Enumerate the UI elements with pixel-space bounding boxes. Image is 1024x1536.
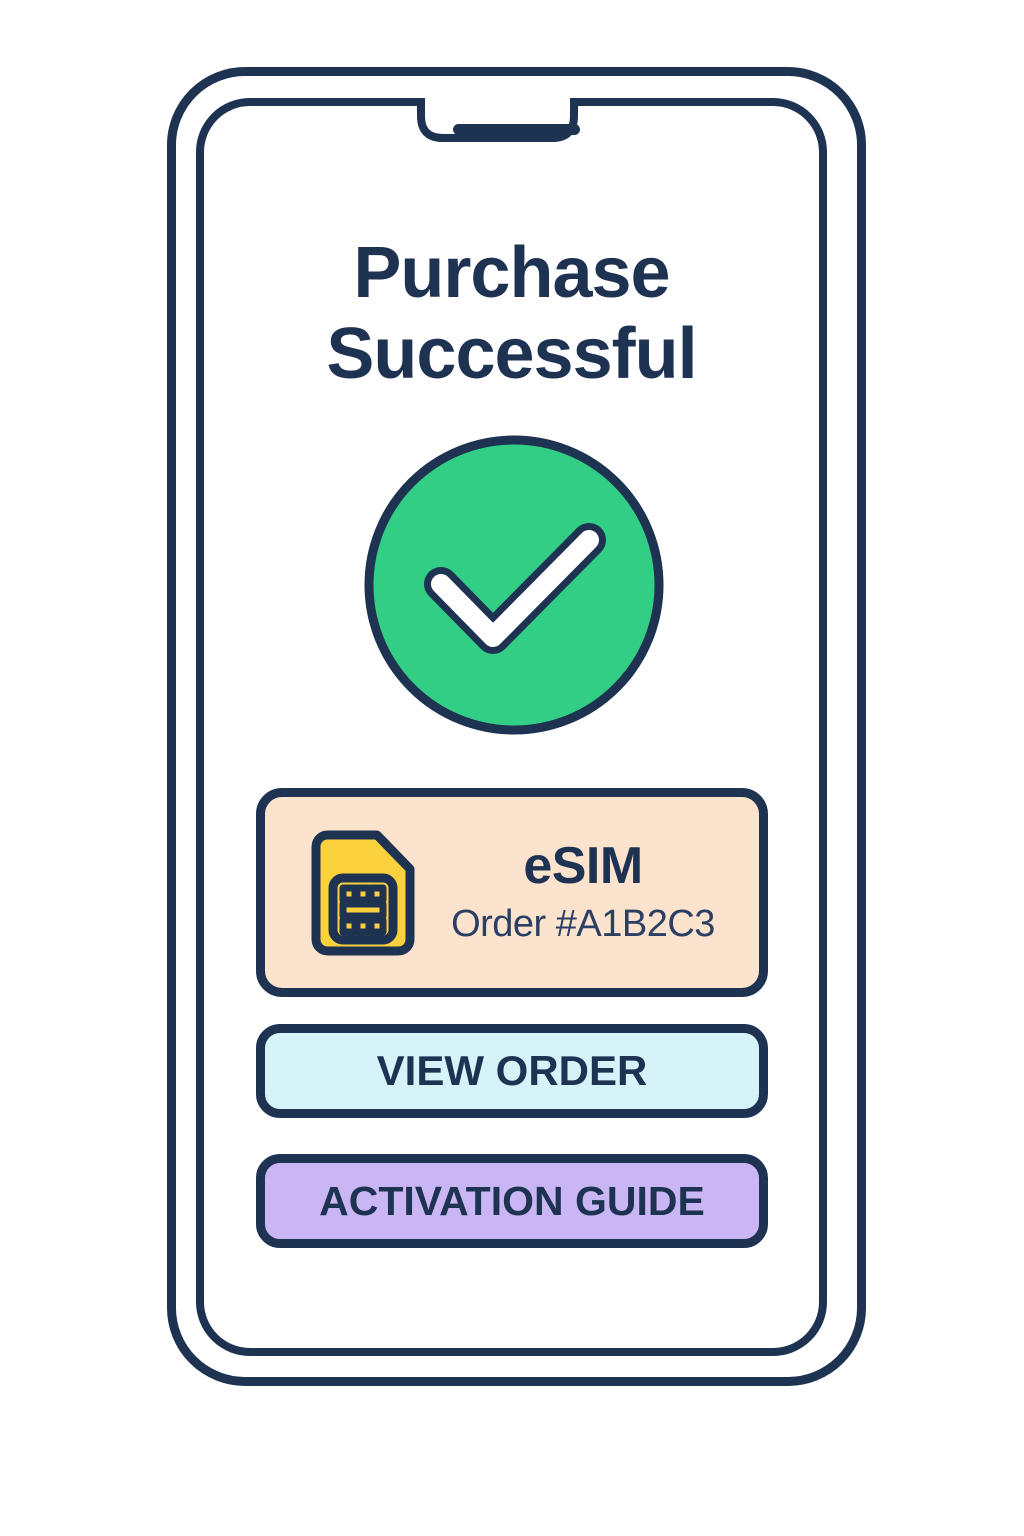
esim-product-card[interactable]: eSIM Order #A1B2C3 — [256, 788, 768, 997]
success-check-circle-icon — [361, 432, 667, 738]
screen-content: Purchase Successful — [196, 98, 827, 1356]
earpiece-speaker — [453, 124, 580, 135]
page-title-line-2: Successful — [326, 313, 697, 394]
esim-card-text: eSIM Order #A1B2C3 — [419, 839, 759, 945]
esim-order-reference: Order #A1B2C3 — [451, 902, 715, 945]
activation-guide-button-label: ACTIVATION GUIDE — [319, 1177, 705, 1224]
view-order-button[interactable]: VIEW ORDER — [256, 1024, 768, 1118]
view-order-button-label: VIEW ORDER — [376, 1047, 648, 1094]
page-title-line-1: Purchase — [353, 233, 670, 313]
esim-product-name: eSIM — [523, 837, 643, 896]
page-title: Purchase Successful — [196, 233, 827, 394]
sim-card-icon — [307, 826, 419, 960]
activation-guide-button[interactable]: ACTIVATION GUIDE — [256, 1154, 768, 1248]
